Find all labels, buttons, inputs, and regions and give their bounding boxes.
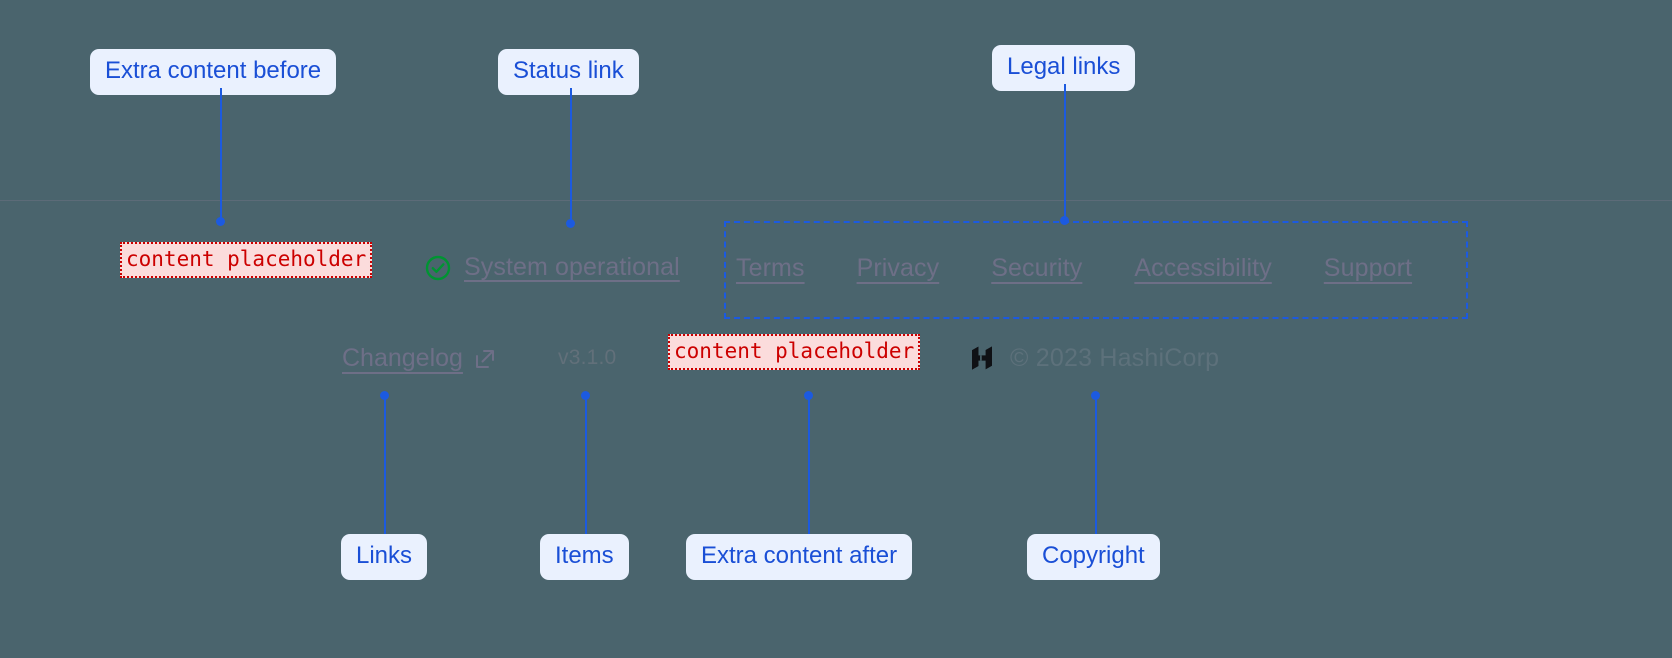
annotation-line-copyright	[1095, 395, 1097, 535]
copyright-block: © 2023 HashiCorp	[968, 343, 1219, 373]
annotation-label-links: Links	[341, 534, 428, 581]
annotation-line-extra-content-before	[220, 88, 222, 220]
extra-content-before-placeholder: content placeholder	[120, 242, 373, 279]
annotation-line-items	[585, 395, 587, 535]
legal-link-accessibility[interactable]: Accessibility	[1134, 254, 1272, 282]
annotation-label-legal-links: Legal links	[992, 45, 1136, 92]
annotation-dot-legal-links	[1060, 216, 1069, 225]
extra-content-after-placeholder: content placeholder	[668, 334, 921, 371]
legal-link-privacy[interactable]: Privacy	[856, 254, 940, 282]
legal-link-terms[interactable]: Terms	[736, 254, 805, 282]
annotation-line-links	[384, 395, 386, 535]
footer-link-changelog-label: Changelog	[342, 344, 463, 372]
legal-links-list: Terms Privacy Security Accessibility Sup…	[736, 254, 1412, 283]
footer-item-version: v3.1.0	[558, 346, 617, 369]
legal-link-security[interactable]: Security	[991, 254, 1083, 282]
annotation-label-copyright: Copyright	[1027, 534, 1160, 581]
check-circle-icon	[424, 254, 452, 282]
annotation-label-items: Items	[540, 534, 629, 581]
annotation-line-extra-content-after	[808, 395, 810, 535]
annotation-label-extra-content-before: Extra content before	[90, 49, 337, 96]
status-link-label: System operational	[464, 253, 680, 281]
copyright-text: © 2023 HashiCorp	[1010, 343, 1220, 372]
legal-link-support[interactable]: Support	[1323, 254, 1413, 282]
annotation-line-legal-links	[1064, 84, 1066, 220]
hashicorp-logo-icon	[968, 343, 996, 373]
annotation-line-status-link	[570, 88, 572, 222]
annotation-label-extra-content-after: Extra content after	[686, 534, 913, 581]
annotation-label-status-link: Status link	[498, 49, 639, 96]
legal-links-group-outline	[724, 221, 1468, 319]
annotation-dot-extra-content-before	[216, 217, 225, 226]
status-link[interactable]: System operational	[424, 253, 680, 282]
footer-surface	[0, 200, 1672, 658]
annotation-dot-status-link	[566, 219, 575, 228]
external-link-icon	[473, 347, 497, 371]
footer-link-changelog[interactable]: Changelog	[342, 344, 497, 373]
